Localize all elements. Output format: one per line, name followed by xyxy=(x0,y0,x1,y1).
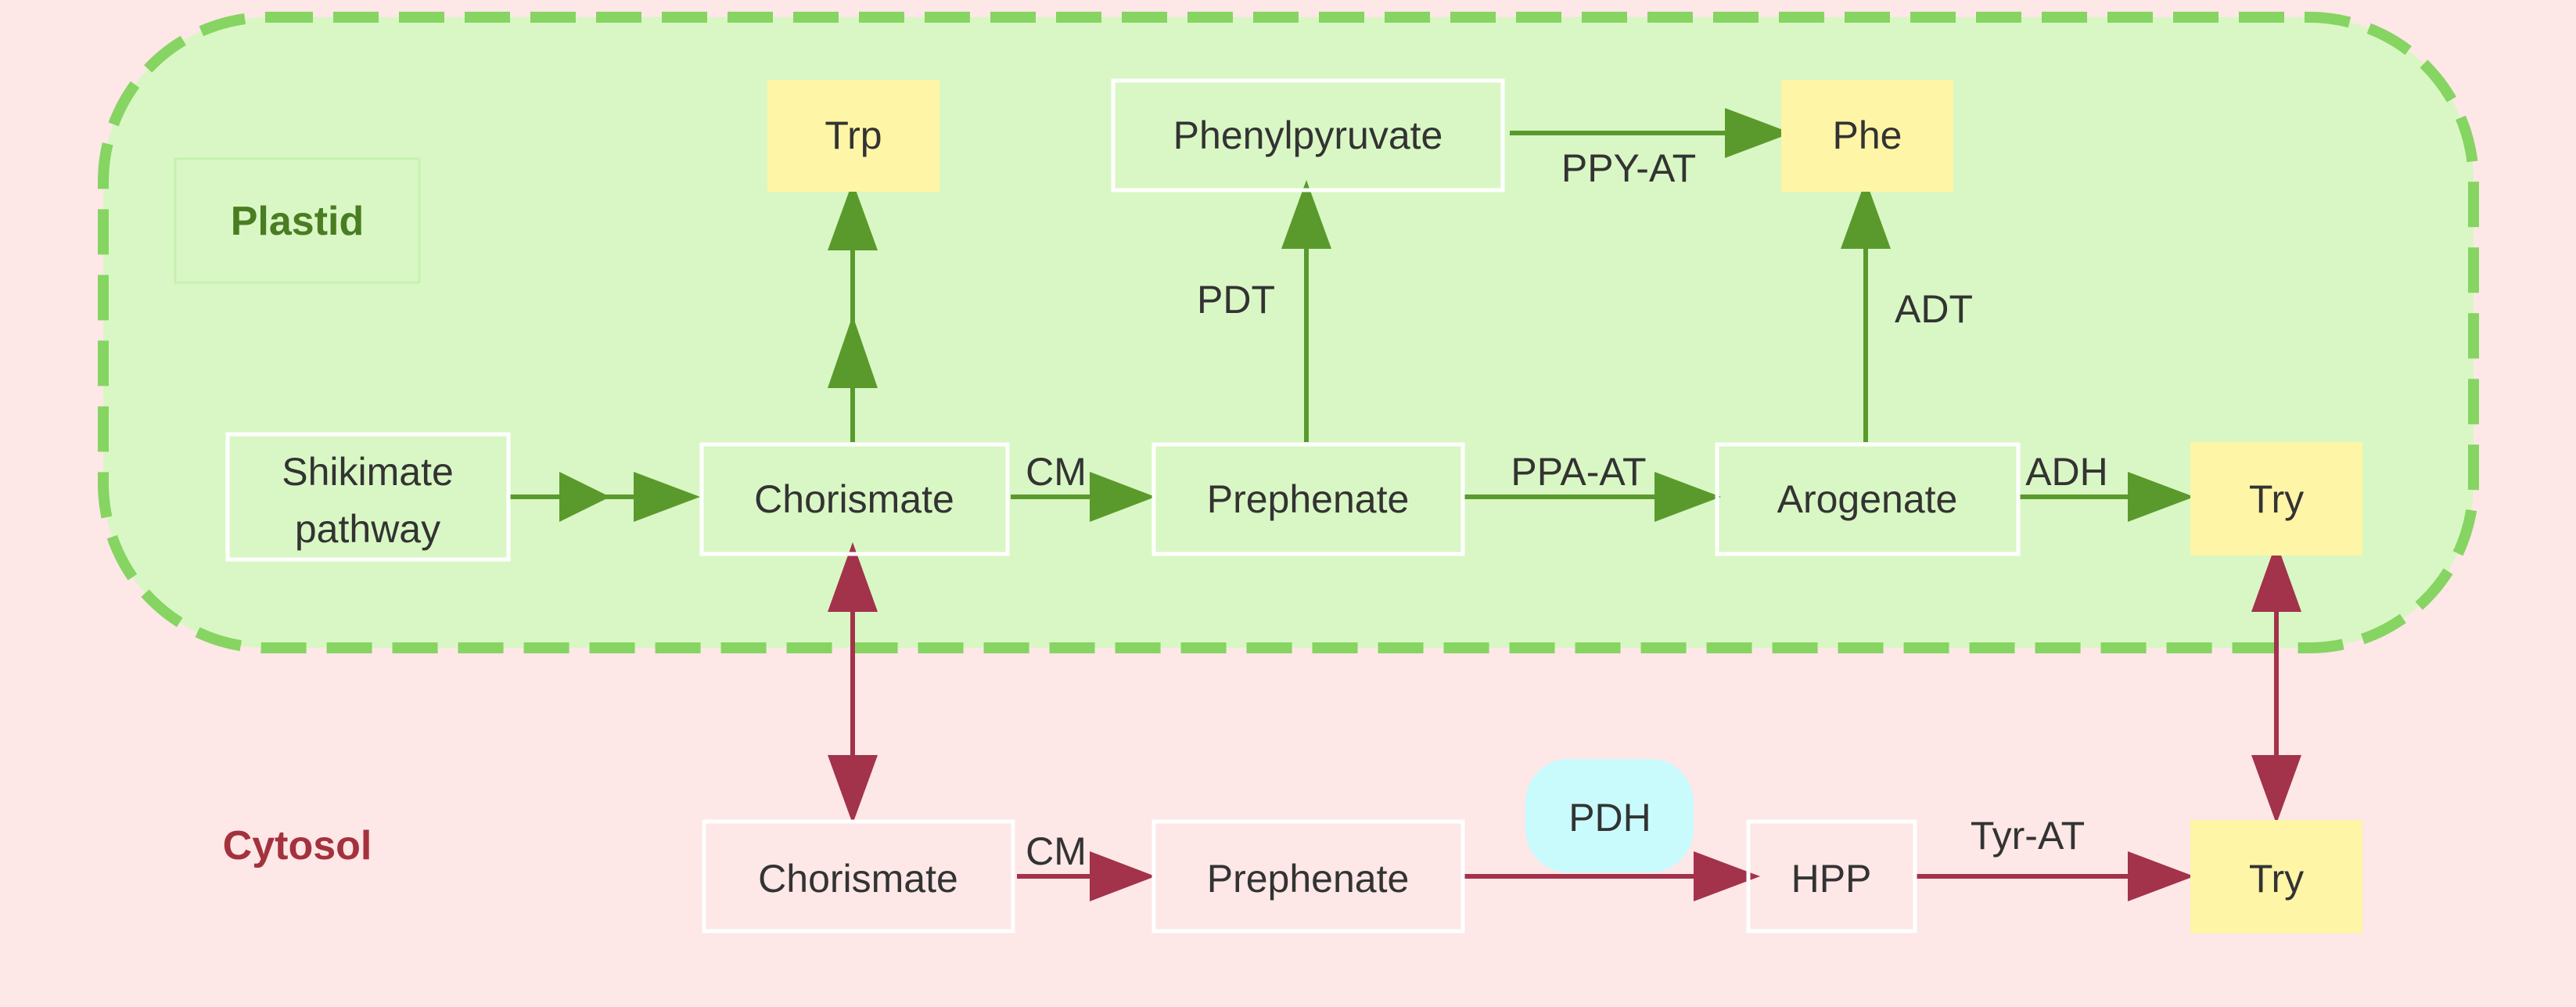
arrowhead xyxy=(1281,180,1331,249)
edge-label-adh: ADH xyxy=(2025,450,2108,494)
arrowhead xyxy=(828,315,878,388)
edge-label-tyr-at: Tyr-AT xyxy=(1971,814,2085,858)
node-arogenate: Arogenate xyxy=(1715,442,2021,556)
node-phe: Phe xyxy=(1781,80,1953,192)
node-prephenate-cytosol-label: Prephenate xyxy=(1207,857,1410,901)
arrowhead xyxy=(2251,542,2301,612)
node-pdh: PDH xyxy=(1525,759,1694,872)
node-prephenate-plastid: Prephenate xyxy=(1151,442,1465,556)
node-prephenate-cytosol: Prephenate xyxy=(1151,819,1465,933)
arrowhead xyxy=(1725,108,1791,158)
arrowhead xyxy=(2128,851,2194,901)
edge-label-adt: ADT xyxy=(1895,287,1973,331)
arrowhead xyxy=(2128,472,2194,522)
node-chorismate-plastid-label: Chorismate xyxy=(754,477,954,521)
node-tyr-plastid-label: Try xyxy=(2249,477,2304,521)
node-shikimate-pathway: Shikimate pathway xyxy=(225,432,511,562)
node-tyr-plastid: Try xyxy=(2190,442,2362,556)
arrowhead xyxy=(1654,472,1721,522)
arrowhead xyxy=(828,755,878,824)
node-phenylpyruvate-label: Phenylpyruvate xyxy=(1173,113,1443,157)
edge-label-ppy-at: PPY-AT xyxy=(1561,146,1696,190)
node-chorismate-cytosol-label: Chorismate xyxy=(758,857,958,901)
arrowhead xyxy=(1841,180,1891,249)
node-pdh-label: PDH xyxy=(1568,796,1651,840)
arrowhead xyxy=(1090,472,1155,522)
arrowhead xyxy=(1694,851,1760,901)
node-arogenate-label: Arogenate xyxy=(1777,477,1958,521)
node-shikimate-label-line2: pathway xyxy=(295,507,440,551)
plastid-arrows xyxy=(510,108,2194,522)
node-phe-label: Phe xyxy=(1833,113,1902,157)
plastid-label-box xyxy=(174,157,421,284)
node-chorismate-plastid: Chorismate xyxy=(699,442,1010,556)
node-hpp: HPP xyxy=(1746,819,1917,933)
arrowhead xyxy=(828,542,878,612)
node-prephenate-plastid-label: Prephenate xyxy=(1207,477,1410,521)
cytosol-label: Cytosol xyxy=(223,823,372,869)
node-trp-label: Trp xyxy=(825,113,882,157)
edge-label-pdt: PDT xyxy=(1197,278,1275,322)
arrowhead xyxy=(634,472,700,522)
arrowhead xyxy=(559,472,610,522)
cytosol-arrows xyxy=(828,542,2301,901)
edge-label-ppa-at: PPA-AT xyxy=(1511,450,1646,494)
arrowhead xyxy=(1090,851,1155,901)
node-hpp-label: HPP xyxy=(1791,857,1872,901)
node-tyr-cytosol: Try xyxy=(2190,820,2362,933)
edge-label-cm-plastid: CM xyxy=(1026,450,1087,494)
plastid-label: Plastid xyxy=(231,199,365,244)
node-tyr-cytosol-label: Try xyxy=(2249,857,2304,901)
node-phenylpyruvate: Phenylpyruvate xyxy=(1111,78,1505,192)
arrowhead xyxy=(828,182,878,250)
edge-label-cm-cytosol: CM xyxy=(1026,829,1087,873)
arrowhead xyxy=(2251,755,2301,824)
node-trp: Trp xyxy=(767,80,940,192)
node-shikimate-label-line1: Shikimate xyxy=(282,450,454,494)
node-chorismate-cytosol: Chorismate xyxy=(702,819,1015,933)
